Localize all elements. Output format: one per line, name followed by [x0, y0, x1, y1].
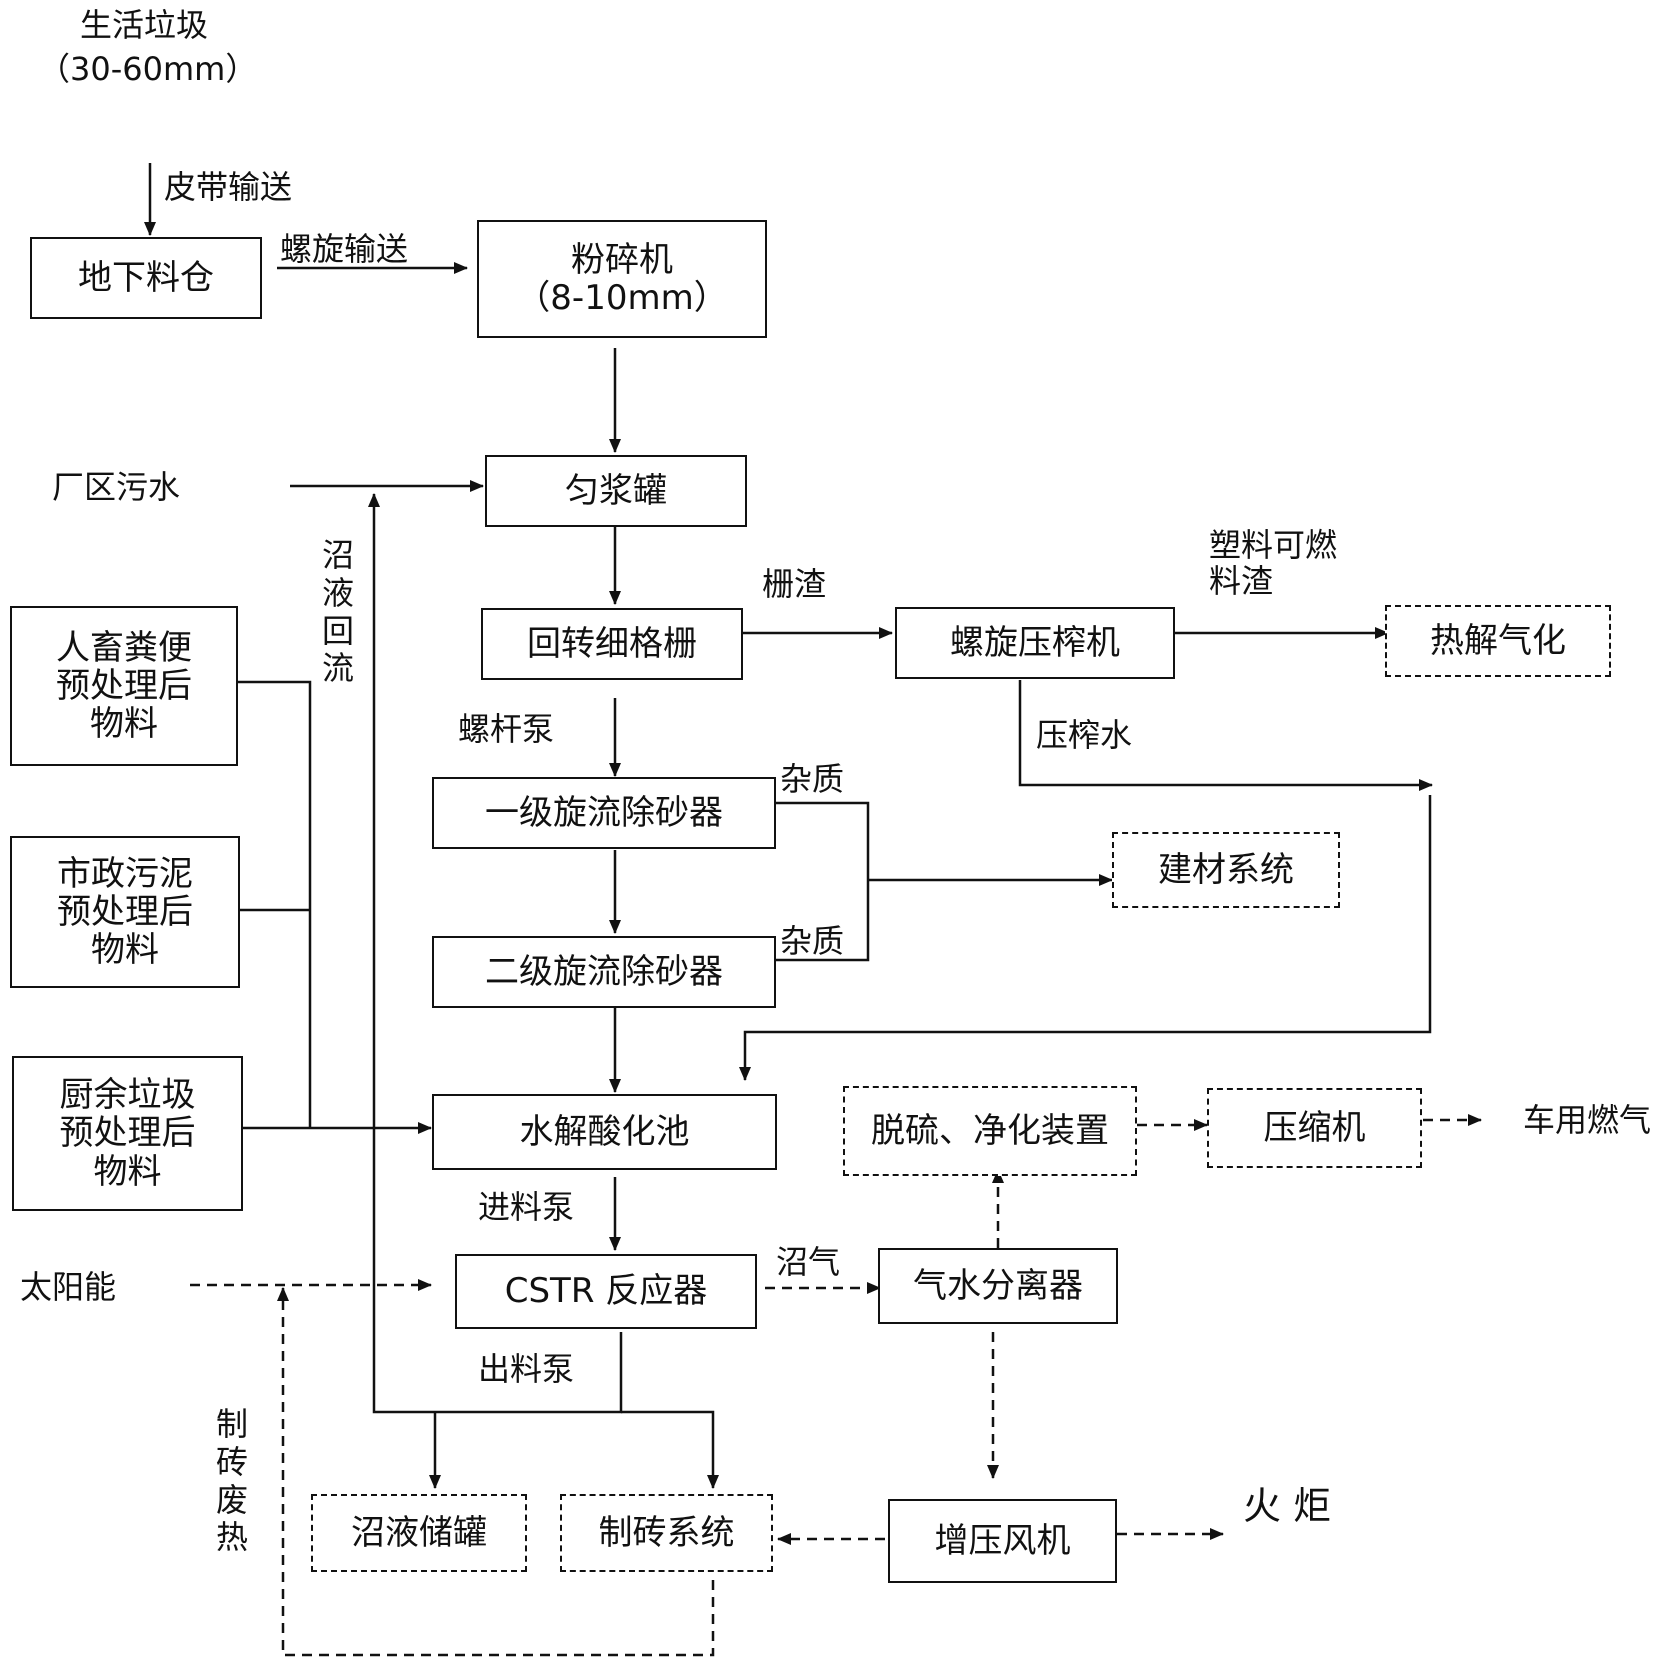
- screenings-label: 栅渣: [762, 565, 827, 603]
- brick-system-box: 制砖系统: [560, 1494, 773, 1572]
- brick-waste-heat-label: 制 砖 废 热: [215, 1405, 248, 1557]
- source-title: 生活垃圾: [80, 6, 209, 44]
- discharge-to-brick-arrow: [621, 1410, 719, 1489]
- discharge-line: [368, 493, 623, 1414]
- solar-label: 太阳能: [20, 1268, 117, 1306]
- building-materials-box: 建材系统: [1112, 832, 1340, 908]
- homogenizer-box: 匀浆罐: [485, 455, 747, 527]
- waste-heat-loop-arrow: [277, 1287, 715, 1657]
- press-water-line: [1018, 680, 1433, 791]
- underground-bin-box: 地下料仓: [30, 237, 262, 319]
- plant-sewage-label: 厂区污水: [52, 468, 181, 506]
- manure-box: 人畜粪便 预处理后 物料: [10, 606, 238, 766]
- booster-blower-box: 增压风机: [888, 1499, 1117, 1583]
- press-water-return-line: [739, 795, 1432, 1081]
- co-substrate-line: [237, 680, 312, 1128]
- sludge-box: 市政污泥 预处理后 物料: [10, 836, 240, 988]
- source-size: （30-60mm）: [38, 50, 258, 88]
- kitchen-waste-box: 厨余垃圾 预处理后 物料: [12, 1056, 243, 1211]
- impurity-label-1: 杂质: [780, 760, 845, 798]
- feed-pump-label: 进料泵: [478, 1188, 575, 1226]
- vehicle-gas-label: 车用燃气: [1523, 1101, 1652, 1139]
- cstr-reactor-box: CSTR 反应器: [455, 1254, 757, 1329]
- pyrolysis-box: 热解气化: [1385, 605, 1611, 677]
- digestate-return-label: 沼 液 回 流: [321, 536, 354, 688]
- press-water-label: 压榨水: [1036, 716, 1133, 754]
- discharge-pump-label: 出料泵: [478, 1350, 575, 1388]
- desulfurization-box: 脱硫、净化装置: [843, 1086, 1137, 1176]
- biogas-label: 沼气: [776, 1243, 841, 1281]
- screw-press-box: 螺旋压榨机: [895, 607, 1175, 679]
- compressor-box: 压缩机: [1207, 1088, 1422, 1168]
- hydrolysis-tank-box: 水解酸化池: [432, 1094, 777, 1170]
- torch-label: 火 炬: [1243, 1484, 1332, 1528]
- crusher-box: 粉碎机 （8-10mm）: [477, 220, 767, 338]
- belt-label: 皮带输送: [164, 168, 293, 206]
- impurity-line-1: [776, 801, 870, 962]
- cyclone-1-box: 一级旋流除砂器: [432, 777, 776, 849]
- rotary-screen-box: 回转细格栅: [481, 608, 743, 680]
- cyclone-2-box: 二级旋流除砂器: [432, 936, 776, 1008]
- plastic-residue-label: 塑料可燃 料渣: [1209, 526, 1338, 600]
- screw-pump-label: 螺杆泵: [458, 710, 555, 748]
- digestate-tank-box: 沼液储罐: [311, 1494, 527, 1572]
- gas-water-separator-box: 气水分离器: [878, 1248, 1118, 1324]
- impurity-label-2: 杂质: [780, 922, 845, 960]
- screw-conveying-label: 螺旋输送: [280, 230, 409, 268]
